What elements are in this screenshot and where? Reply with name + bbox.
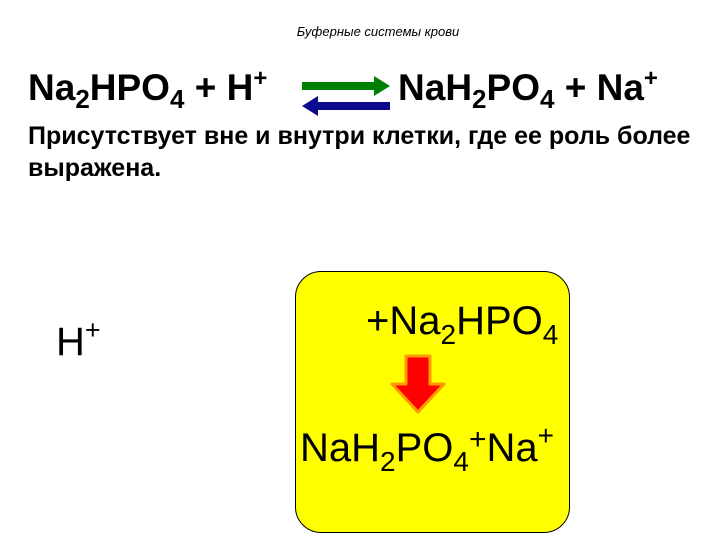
down-arrow-shape — [390, 354, 446, 414]
cell-reactant-na: +Na — [366, 299, 441, 343]
equation-reactants: Na2HPO4 + H+ — [28, 65, 268, 113]
slide-title: Буферные системы крови — [296, 24, 460, 39]
cell-reactant-hpo: HPO — [456, 299, 543, 343]
product-na-charge: + — [643, 65, 658, 92]
product-po-subscript: 4 — [539, 84, 555, 114]
cell-reactant-hpo-subscript: 4 — [542, 319, 559, 350]
reactant-plus-h: + H — [184, 67, 254, 108]
product-po: PO — [486, 67, 540, 108]
reactant-h-charge: + — [253, 65, 268, 92]
cell-product-plus: + — [468, 423, 487, 456]
reactant-na-subscript: 2 — [75, 84, 90, 114]
cell-product-po-subscript: 4 — [453, 446, 469, 477]
equilibrium-arrows-icon — [302, 76, 390, 116]
cell-product-h-subscript: 2 — [380, 446, 396, 477]
outside-h-charge: + — [84, 315, 101, 345]
reactant-na: Na — [28, 67, 76, 108]
backward-arrow-icon — [302, 96, 390, 116]
cell-product: NaH2PO4+Na+ — [300, 422, 554, 476]
reactant-hpo-subscript: 4 — [169, 84, 185, 114]
cell-box — [295, 271, 570, 533]
equation-products: NaH2PO4 + Na+ — [398, 65, 658, 113]
product-na: Na — [398, 67, 446, 108]
cell-product-po: PO — [395, 426, 454, 470]
product-h: H — [445, 67, 473, 108]
product-plus-na: + Na — [554, 67, 644, 108]
outside-h-label: H — [56, 320, 85, 364]
cell-product-na-ion: Na — [486, 426, 538, 470]
cell-reactant: +Na2HPO4 — [366, 297, 558, 349]
outside-h-ion: H+ — [56, 315, 101, 366]
cell-product-na: Na — [300, 426, 352, 470]
down-arrow-icon — [390, 354, 446, 414]
description-text: Присутствует вне и внутри клетки, где ее… — [28, 122, 691, 182]
cell-product-h: H — [351, 426, 381, 470]
product-h-subscript: 2 — [472, 84, 487, 114]
reactant-hpo: HPO — [89, 67, 170, 108]
forward-arrow-icon — [302, 76, 390, 96]
cell-product-na-charge: + — [537, 420, 555, 451]
cell-reactant-na-subscript: 2 — [440, 319, 457, 350]
